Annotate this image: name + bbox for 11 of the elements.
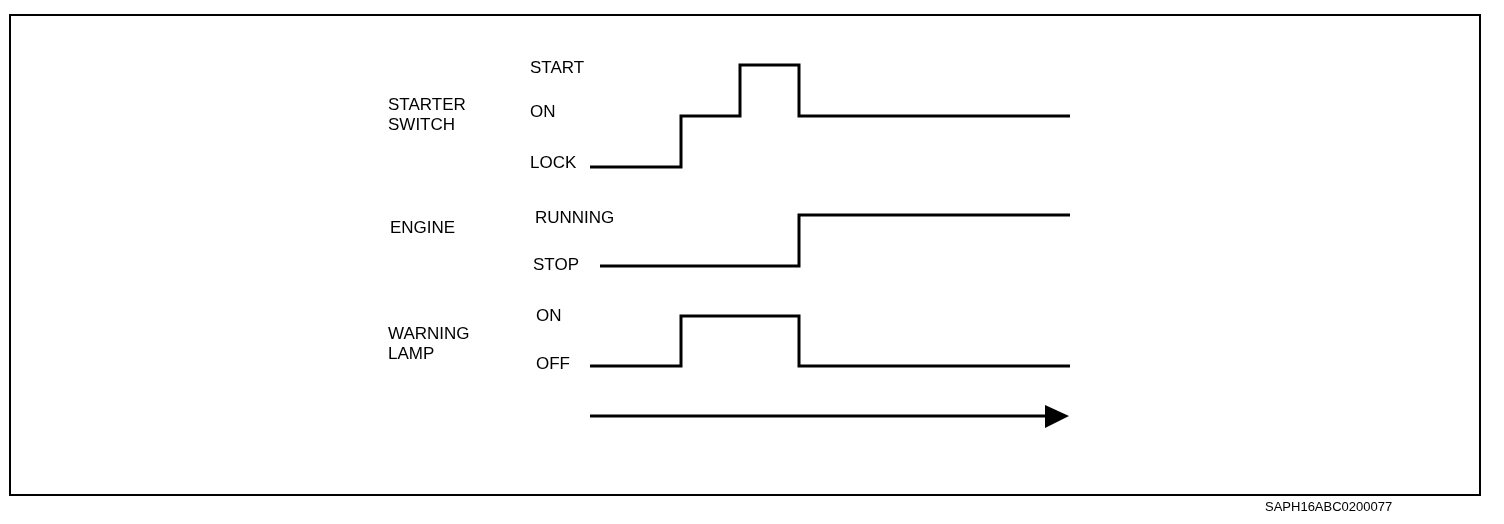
figure-code: SAPH16ABC0200077 <box>1265 498 1393 516</box>
level-label: LOCK <box>530 153 577 173</box>
level-label: ON <box>536 306 562 326</box>
signal-label: WARNING LAMP <box>388 324 471 364</box>
level-label: START <box>530 58 585 78</box>
signal-label: ENGINE <box>390 218 456 238</box>
level-label: STOP <box>533 255 579 275</box>
level-label: ON <box>530 102 556 122</box>
level-label: RUNNING <box>535 208 615 228</box>
signal-label: STARTER SWITCH <box>388 95 467 135</box>
level-label: OFF <box>536 354 570 374</box>
